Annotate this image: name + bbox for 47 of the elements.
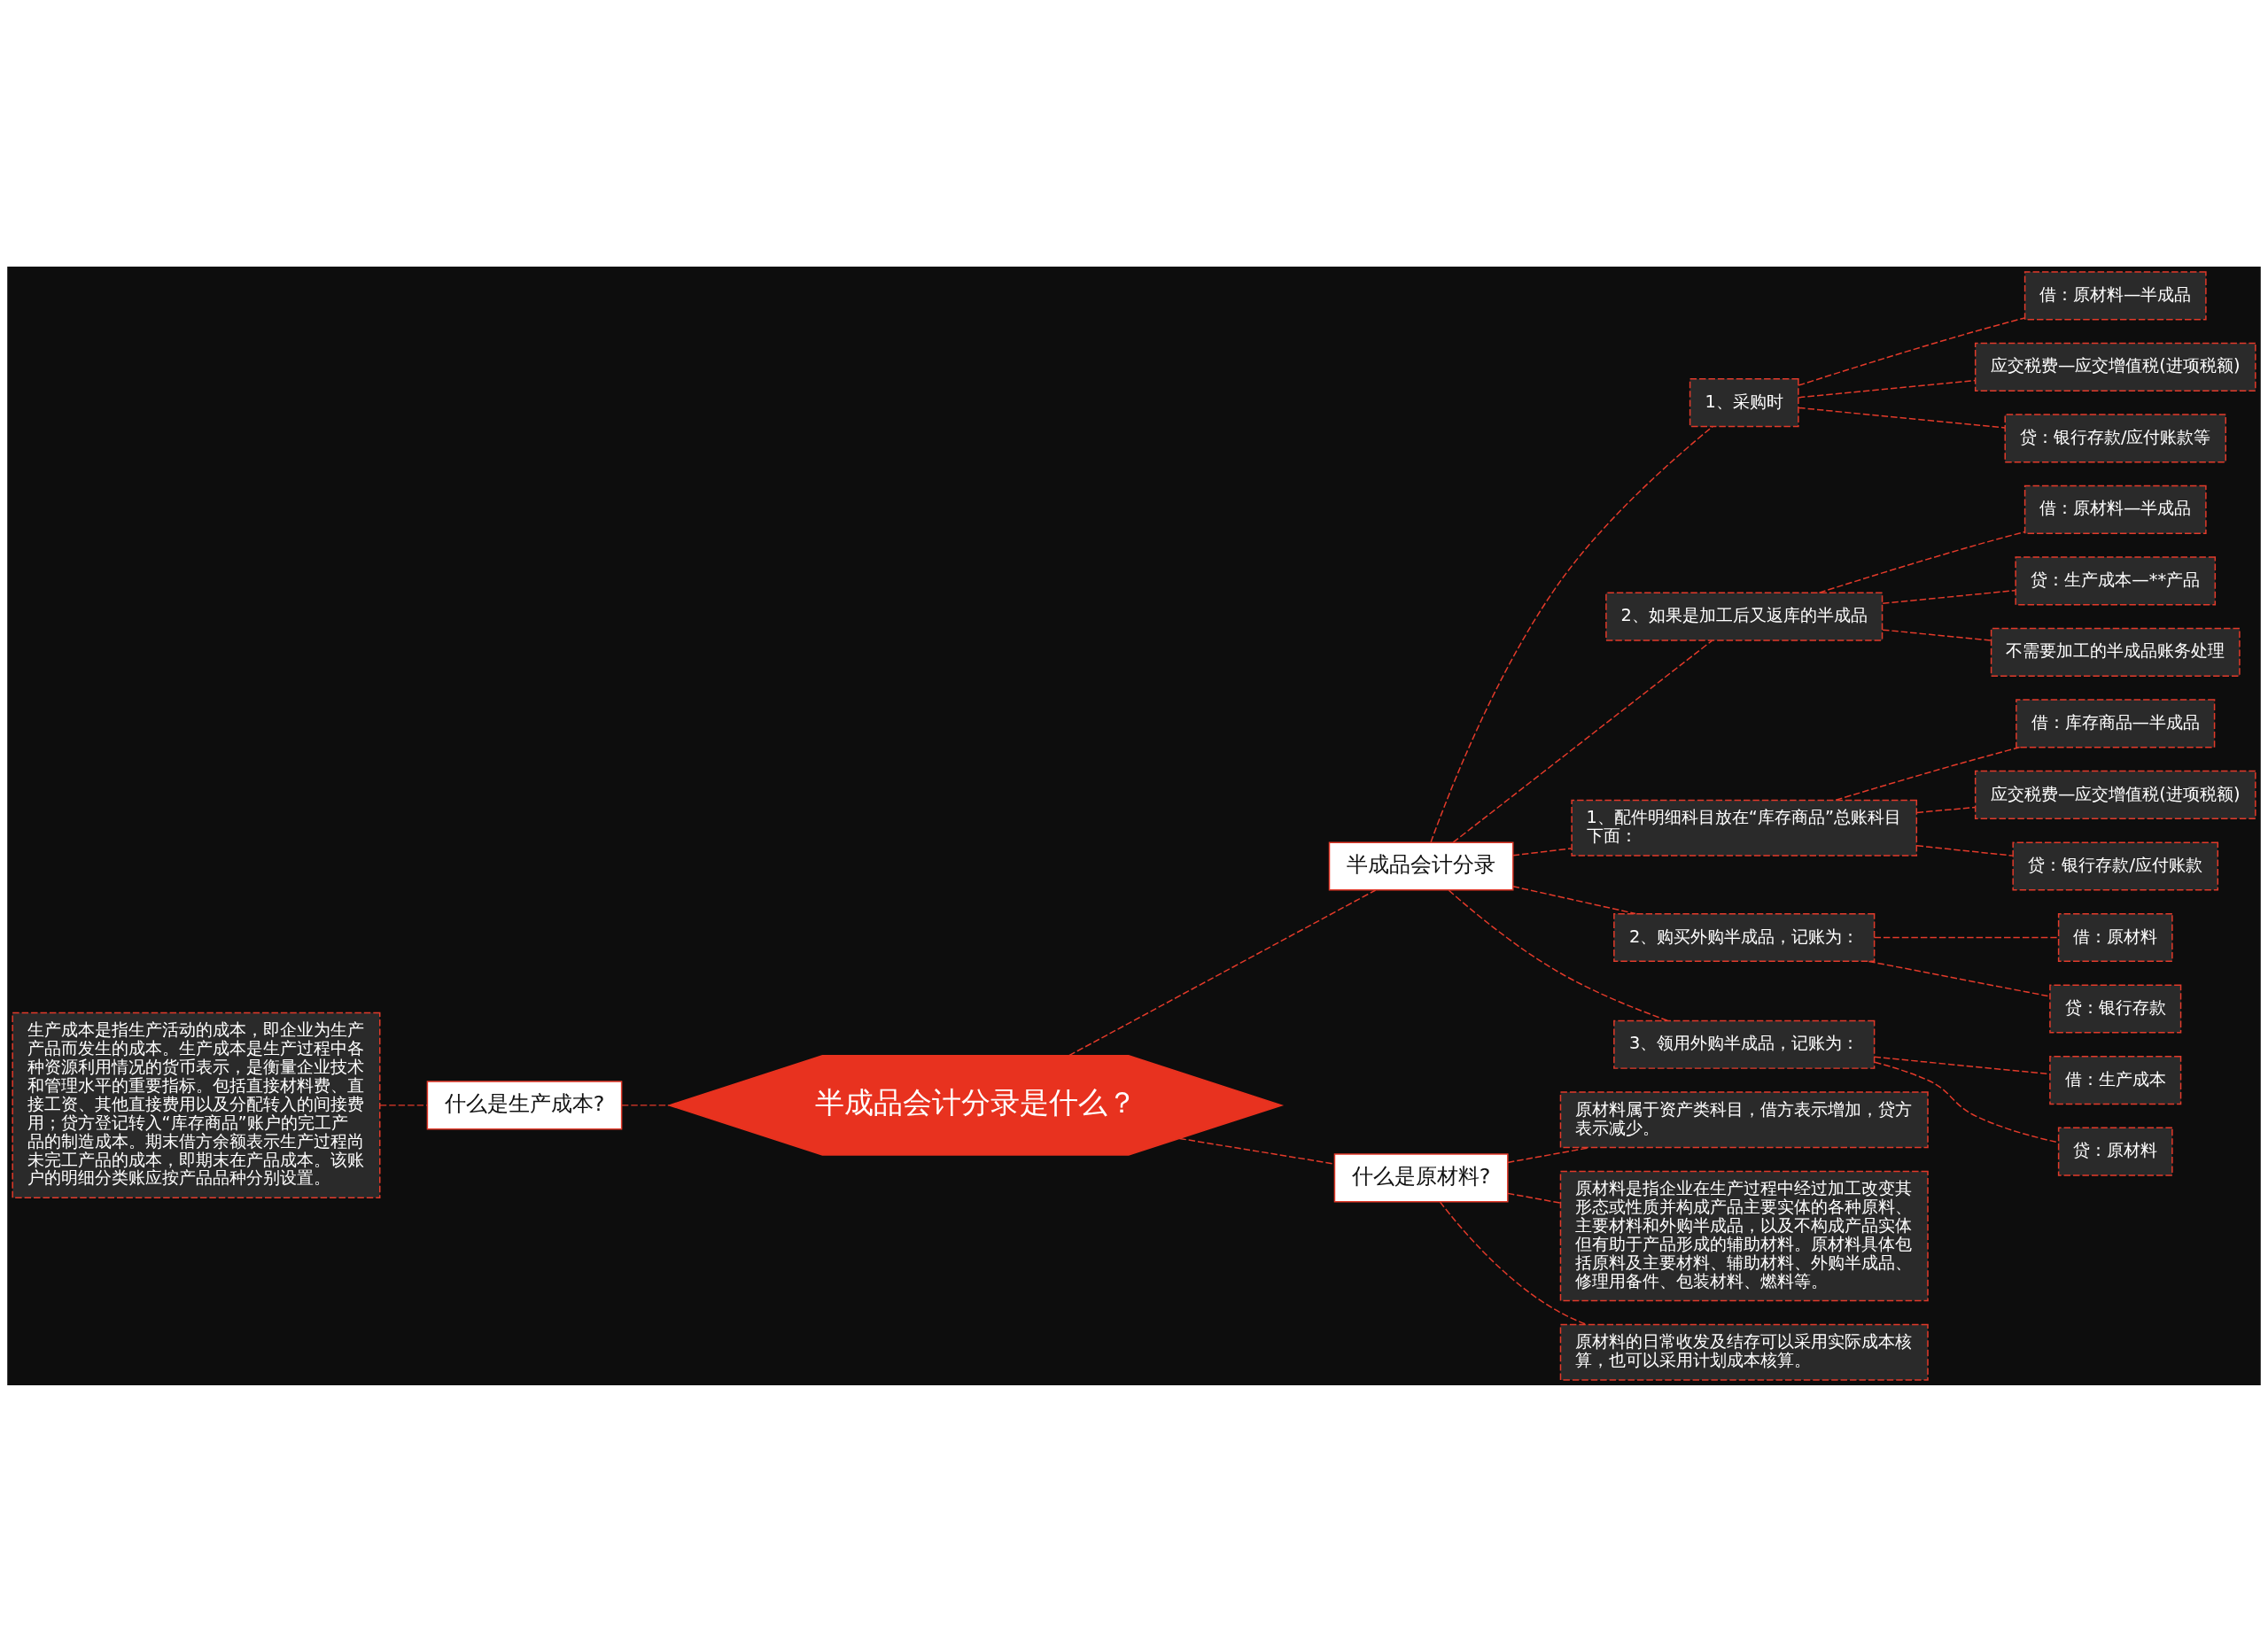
connector bbox=[1452, 639, 1713, 843]
node-box: 贷：银行存款/应付账款 bbox=[2012, 841, 2219, 891]
node-box: 生产成本是指生产活动的成本，即企业为生产产品而发生的成本。生产成本是生产过程中各种资源利用情况的货币表示，是衡量企业技术和管理水平的重要指标。包括直接材料费、直接工资、其他直接费用以及分配转入的间接费用；贷方登记转入“库存商品”账户的完工产品的制造成本。期末借方余额表示生产过程尚未完工产品的成本，即期末在产品成本。该账户的明细分类账应按产品品种分别设置。 bbox=[12, 1012, 381, 1198]
connector bbox=[1798, 316, 2026, 386]
node-box: 应交税费—应交增值税(进项税额) bbox=[1974, 770, 2256, 819]
node-box: 借：原材料—半成品 bbox=[2023, 270, 2207, 320]
node-box: 半成品会计分录 bbox=[1328, 841, 1514, 891]
connector bbox=[1439, 1200, 1588, 1325]
node-box: 1、配件明细科目放在“库存商品”总账科目下面： bbox=[1571, 799, 1918, 857]
node-box: 原材料的日常收发及结存可以采用实际成本核算，也可以采用计划成本核算。 bbox=[1559, 1323, 1929, 1381]
node-box: 借：生产成本 bbox=[2049, 1055, 2182, 1105]
connector bbox=[1882, 628, 1992, 641]
node-box: 3、领用外购半成品，记账为： bbox=[1613, 1019, 1876, 1069]
node-box: 贷：原材料 bbox=[2057, 1127, 2173, 1176]
connector bbox=[1835, 746, 2021, 801]
connector bbox=[1915, 844, 2014, 857]
node-box: 原材料属于资产类科目，借方表示增加，贷方表示减少。 bbox=[1559, 1090, 1929, 1148]
node-box: 贷：生产成本—**产品 bbox=[2015, 555, 2217, 605]
node-box: 什么是原材料? bbox=[1333, 1152, 1509, 1202]
connector bbox=[1068, 888, 1377, 1056]
connector bbox=[379, 1104, 428, 1106]
connector bbox=[1798, 379, 1976, 398]
connector bbox=[1818, 531, 2026, 593]
connector bbox=[1178, 1137, 1335, 1165]
node-box: 借：原材料 bbox=[2057, 912, 2173, 962]
connector bbox=[1915, 806, 1977, 813]
node-box: 2、购买外购半成品，记账为： bbox=[1613, 912, 1876, 962]
connector bbox=[1874, 1056, 2051, 1074]
node-box: 借：库存商品—半成品 bbox=[2016, 698, 2216, 748]
node-box: 应交税费—应交增值税(进项税额) bbox=[1974, 342, 2256, 391]
connector bbox=[1512, 847, 1573, 856]
node-box: 贷：银行存款 bbox=[2049, 983, 2182, 1034]
node-box: 借：原材料—半成品 bbox=[2023, 484, 2207, 534]
node-box: 贷：银行存款/应付账款等 bbox=[2004, 413, 2226, 462]
node-box: 2、如果是加工后又返库的半成品 bbox=[1605, 592, 1884, 641]
connector bbox=[1507, 1192, 1562, 1204]
connector bbox=[1448, 889, 1669, 1021]
node-box: 什么是生产成本? bbox=[426, 1080, 623, 1129]
node-box: 不需要加工的半成品账务处理 bbox=[1990, 627, 2241, 677]
connector bbox=[1798, 407, 2006, 429]
connector bbox=[621, 1104, 671, 1106]
connector bbox=[1882, 589, 2016, 604]
node-box: 1、采购时 bbox=[1689, 377, 1799, 427]
connector bbox=[1430, 425, 1713, 843]
connector bbox=[1874, 936, 2060, 938]
node-box: 原材料是指企业在生产过程中经过加工改变其形态或性质并构成产品主要实体的各种原料、主要材料和外购半成品，以及不构成产品实体但有助于产品形成的辅助材料。原材料具体包括原料及主要材料、辅助材料、外购半成品、修理用备件、包装材料、燃料等。 bbox=[1559, 1170, 1929, 1301]
connector bbox=[1512, 885, 1636, 914]
